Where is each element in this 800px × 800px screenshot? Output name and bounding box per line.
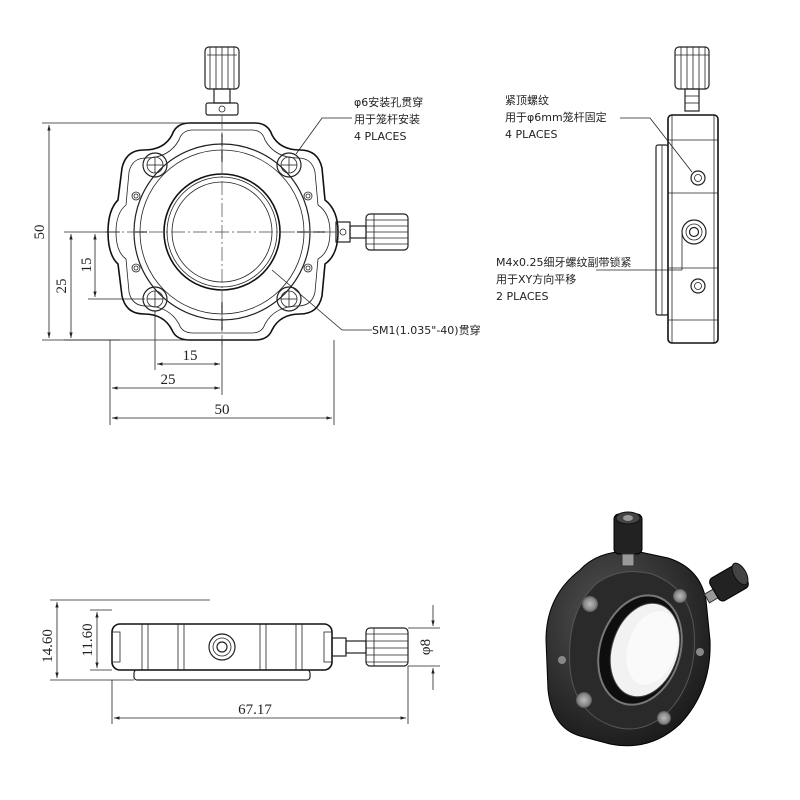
callout-mount-holes-line3: 4 PLACES	[354, 130, 406, 143]
callout-mount-holes-line2: 用于笼杆安装	[354, 112, 420, 126]
front-view: 50 25 15 50 25 15 φ6安装孔贯穿 用于笼杆安装 4 PLACE…	[32, 46, 481, 425]
callout-mount-holes-line1: φ6安装孔贯穿	[354, 95, 423, 109]
callout-set-screw-line3: 4 PLACES	[505, 128, 557, 141]
callout-fine-screw-line3: 2 PLACES	[496, 290, 548, 303]
dim-hole-y-25: 25	[54, 279, 70, 294]
side-adjust-knob	[335, 213, 409, 251]
callout-sm1-thread: SM1(1.035"-40)贯穿	[372, 323, 481, 337]
mount-hole-top-right	[276, 152, 302, 178]
mount-hole-bottom-left	[142, 286, 168, 312]
housing-outline	[107, 122, 339, 341]
dim-height-11-60: 11.60	[80, 623, 96, 656]
callout-set-screw-line2: 用于φ6mm笼杆固定	[505, 110, 607, 124]
callout-fine-screw-line1: M4x0.25细牙螺纹副带锁紧	[496, 255, 632, 269]
dim-width-50: 50	[215, 402, 230, 418]
product-render	[545, 511, 749, 747]
mount-hole-bottom-right	[276, 286, 302, 312]
dim-height-14-60: 14.60	[40, 629, 56, 663]
dim-hole-x-15: 15	[183, 348, 198, 364]
top-view: 67.17 14.60 11.60 φ8	[40, 599, 440, 724]
top-adjust-knob	[204, 46, 240, 116]
dim-knob-dia-8: φ8	[418, 639, 434, 655]
set-screws	[131, 191, 313, 273]
dim-length-67-17: 67.17	[238, 702, 272, 718]
side-view: 紧顶螺纹 用于φ6mm笼杆固定 4 PLACES M4x0.25细牙螺纹副带锁紧…	[496, 46, 719, 344]
dim-height-50: 50	[32, 225, 48, 240]
dim-hole-x-25: 25	[161, 372, 176, 388]
dim-hole-y-15: 15	[79, 258, 95, 273]
callout-set-screw-line1: 紧顶螺纹	[505, 93, 549, 107]
callout-fine-screw-line2: 用于XY方向平移	[496, 272, 576, 286]
mount-hole-top-left	[142, 152, 168, 178]
